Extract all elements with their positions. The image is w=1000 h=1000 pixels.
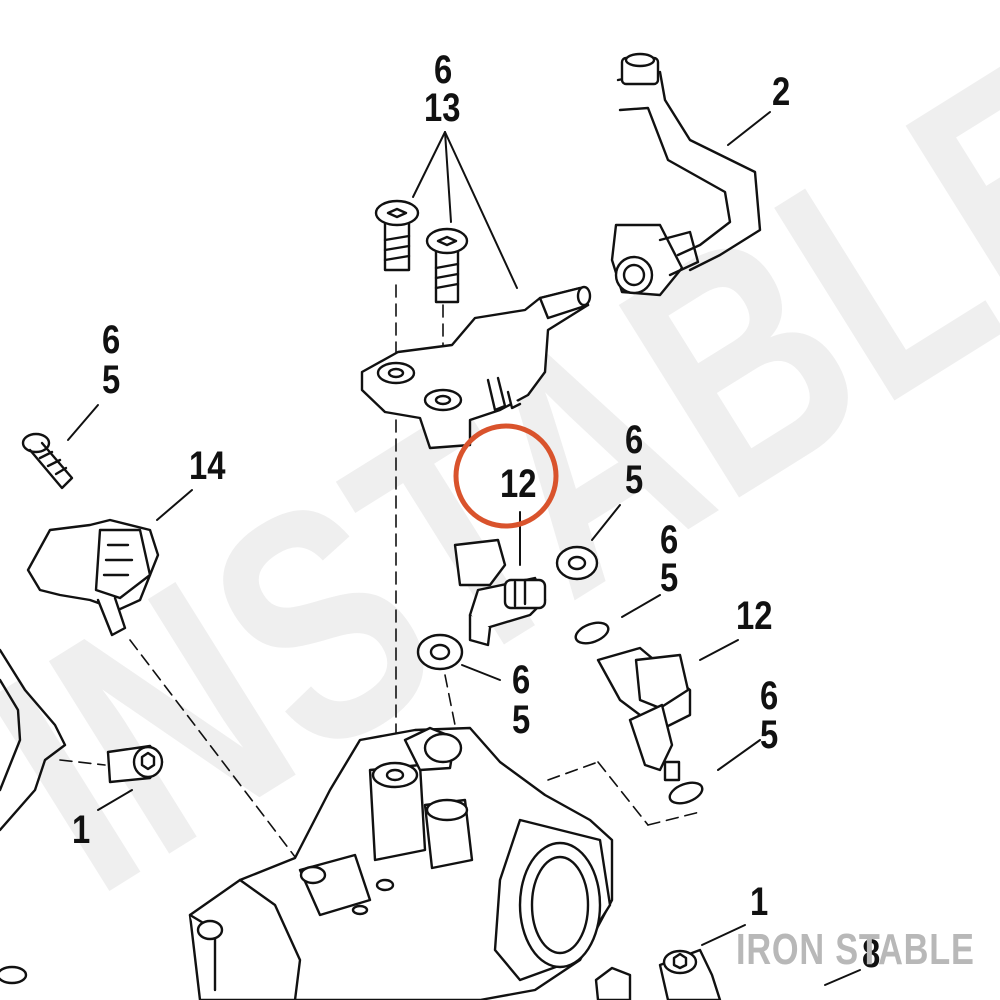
- screw-left: [374, 199, 420, 272]
- callout-left-6: 6: [102, 318, 121, 362]
- small-fitting: [0, 965, 632, 1000]
- callout-sensor-14: 14: [189, 444, 226, 488]
- callout-washer-right-6: 6: [625, 418, 644, 462]
- leader-lines: [67, 111, 861, 986]
- washer-left: [416, 633, 464, 671]
- callout-oring-bottom-6: 6: [760, 674, 779, 718]
- callout-top-13: 13: [424, 86, 461, 130]
- o-ring-bottom: [668, 781, 704, 805]
- callout-bottom-8: 8: [862, 932, 881, 976]
- callout-bolt-left-1: 1: [72, 808, 91, 852]
- washer-right: [555, 545, 599, 581]
- o-ring-top: [574, 621, 610, 645]
- bolt-sensor: [21, 432, 74, 490]
- screw-right: [425, 227, 469, 304]
- hex-bolt-left: [106, 744, 164, 784]
- fuel-injector-upper: [453, 538, 547, 647]
- callout-oring-bottom-5: 5: [760, 713, 779, 757]
- mounting-bracket: [0, 648, 67, 832]
- callout-washer-right-5: 5: [625, 458, 644, 502]
- callout-left-5: 5: [102, 358, 121, 402]
- callout-injector-right-12: 12: [736, 594, 773, 638]
- callout-oring-top-6: 6: [660, 518, 679, 562]
- highlight-circle: [453, 423, 559, 529]
- callout-washer-left-5: 5: [512, 698, 531, 742]
- fuel-hose: [610, 52, 762, 297]
- map-sensor: [26, 518, 160, 637]
- callout-hose-2: 2: [772, 70, 791, 114]
- assembly-lines: [59, 284, 701, 871]
- callout-circled-12: 12: [500, 462, 537, 506]
- hex-bolt-bottom: [658, 948, 722, 1000]
- callout-oring-top-5: 5: [660, 556, 679, 600]
- fuel-rail: [360, 285, 592, 450]
- callout-top-6: 6: [434, 48, 453, 92]
- fuel-injector-right: [596, 646, 692, 782]
- callout-bolt-bottom-1: 1: [750, 880, 769, 924]
- brand-watermark: IRON STABLE: [736, 925, 975, 974]
- throttle-body: [188, 726, 614, 1000]
- callout-washer-left-6: 6: [512, 658, 531, 702]
